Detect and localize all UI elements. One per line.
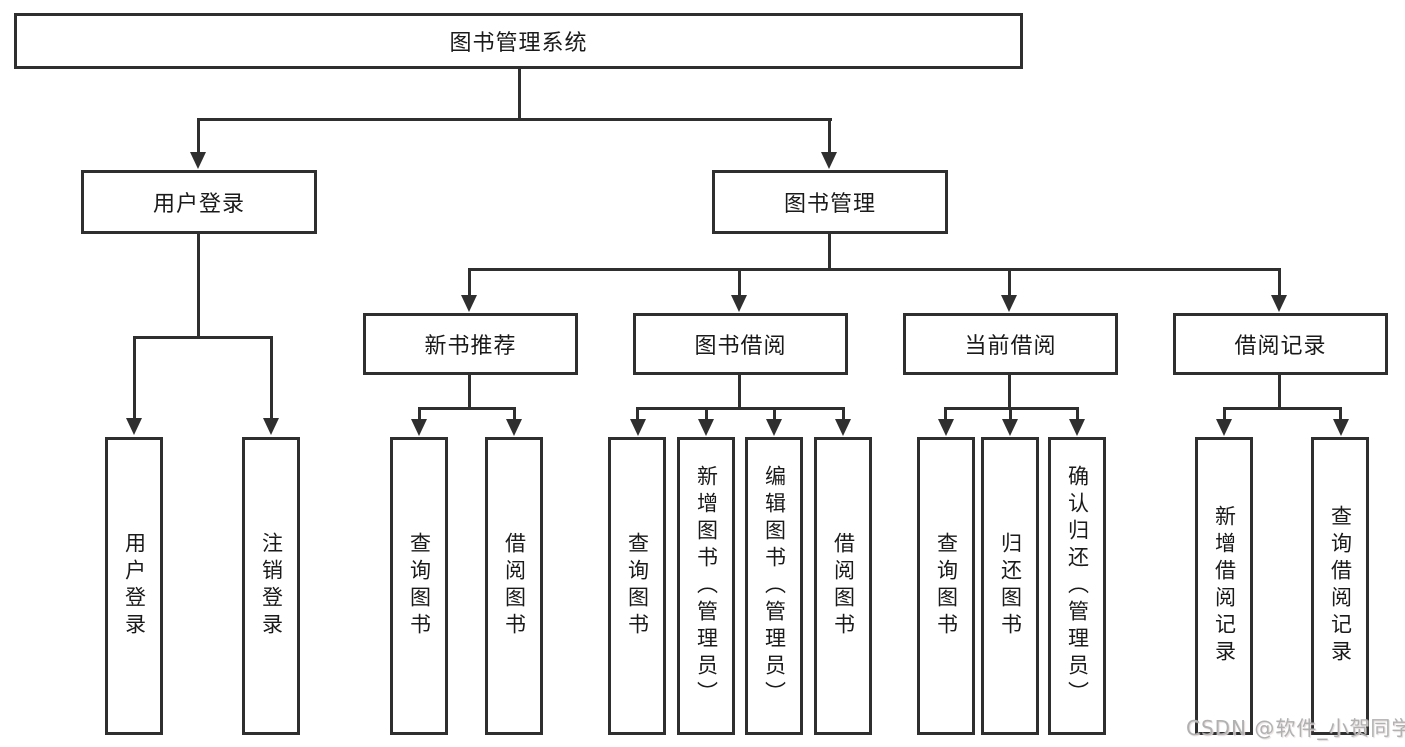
leaf-return-books: 归还图书 (981, 437, 1039, 735)
leaf-label: 借阅图书 (831, 532, 856, 640)
arrow-down-icon (1069, 419, 1085, 436)
connector-leaf (636, 407, 639, 420)
leaf-label: 借阅图书 (502, 532, 527, 640)
arrow-down-icon (263, 418, 279, 435)
arrow-down-icon (698, 419, 714, 436)
node-new-book-recommend: 新书推荐 (363, 313, 578, 375)
leaf-label: 确认归还（管理员） (1065, 464, 1090, 708)
leaf-query-books-recommend: 查询图书 (390, 437, 448, 735)
connector-book-borrow-stem (738, 375, 741, 410)
connector-to-leaf-logout (270, 336, 273, 420)
arrow-down-icon (938, 419, 954, 436)
arrow-down-icon (731, 295, 747, 312)
connector-split-level3 (468, 268, 1281, 271)
connector-leaf (944, 407, 947, 420)
connector-to-borrow-record (1278, 268, 1281, 297)
leaf-logout: 注销登录 (242, 437, 300, 735)
connector-split-borrow-record (1223, 407, 1342, 410)
leaf-add-books-admin: 新增图书（管理员） (677, 437, 735, 735)
leaf-borrow-books: 借阅图书 (814, 437, 872, 735)
leaf-label: 用户登录 (122, 532, 147, 640)
connector-leaf (418, 407, 421, 420)
leaf-user-login: 用户登录 (105, 437, 163, 735)
arrow-down-icon (766, 419, 782, 436)
connector-to-current-borrow (1008, 268, 1011, 297)
connector-split-new-book (418, 407, 516, 410)
leaf-label: 查询图书 (407, 532, 432, 640)
node-label: 图书管理 (783, 192, 876, 217)
connector-split-level2 (197, 118, 832, 121)
csdn-watermark: CSDN @软件_小贺同学 (1186, 716, 1405, 740)
arrow-down-icon (190, 152, 206, 169)
node-label: 图书借阅 (694, 334, 787, 359)
connector-to-book-management (828, 118, 831, 154)
node-library-system: 图书管理系统 (14, 13, 1023, 69)
arrow-down-icon (506, 419, 522, 436)
arrow-down-icon (1002, 419, 1018, 436)
connector-leaf (1009, 407, 1012, 420)
node-book-management: 图书管理 (712, 170, 948, 234)
leaf-label: 查询借阅记录 (1328, 505, 1353, 667)
node-label: 图书管理系统 (449, 31, 588, 56)
node-borrow-record: 借阅记录 (1173, 313, 1388, 375)
connector-leaf (1339, 407, 1342, 420)
connector-leaf (705, 407, 708, 420)
connector-book-management-stem (828, 233, 831, 270)
connector-new-book-stem (468, 375, 471, 410)
leaf-query-books-borrow: 查询图书 (608, 437, 666, 735)
leaf-query-borrow-record: 查询借阅记录 (1311, 437, 1369, 735)
connector-leaf (842, 407, 845, 420)
arrow-down-icon (1216, 419, 1232, 436)
arrow-down-icon (461, 295, 477, 312)
leaf-edit-books-admin: 编辑图书（管理员） (745, 437, 803, 735)
leaf-label: 新增借阅记录 (1212, 505, 1237, 667)
connector-split-book-borrow (636, 407, 845, 410)
connector-split-user-login (133, 336, 273, 339)
arrow-down-icon (1001, 295, 1017, 312)
connector-leaf (513, 407, 516, 420)
connector-to-user-login (197, 118, 200, 154)
connector-user-login-stem (197, 233, 200, 338)
leaf-label: 新增图书（管理员） (694, 464, 719, 708)
node-current-borrow: 当前借阅 (903, 313, 1118, 375)
leaf-confirm-return-admin: 确认归还（管理员） (1048, 437, 1106, 735)
connector-borrow-record-stem (1278, 375, 1281, 410)
connector-to-book-borrow (738, 268, 741, 297)
node-label: 新书推荐 (424, 334, 517, 359)
leaf-label: 归还图书 (998, 532, 1023, 640)
leaf-add-borrow-record: 新增借阅记录 (1195, 437, 1253, 735)
connector-root-stem (518, 68, 521, 120)
connector-leaf (1076, 407, 1079, 420)
arrow-down-icon (1333, 419, 1349, 436)
leaf-borrow-books-recommend: 借阅图书 (485, 437, 543, 735)
connector-to-new-book (468, 268, 471, 297)
leaf-label: 查询图书 (934, 532, 959, 640)
leaf-query-books-current: 查询图书 (917, 437, 975, 735)
connector-to-leaf-login (133, 336, 136, 420)
arrow-down-icon (1271, 295, 1287, 312)
arrow-down-icon (821, 152, 837, 169)
connector-current-borrow-stem (1008, 375, 1011, 410)
node-user-login: 用户登录 (81, 170, 317, 234)
node-book-borrow: 图书借阅 (633, 313, 848, 375)
node-label: 用户登录 (152, 192, 245, 217)
leaf-label: 查询图书 (625, 532, 650, 640)
arrow-down-icon (126, 418, 142, 435)
leaf-label: 编辑图书（管理员） (762, 464, 787, 708)
connector-leaf (1223, 407, 1226, 420)
node-label: 借阅记录 (1234, 334, 1327, 359)
node-label: 当前借阅 (964, 334, 1057, 359)
connector-leaf (773, 407, 776, 420)
arrow-down-icon (630, 419, 646, 436)
arrow-down-icon (835, 419, 851, 436)
leaf-label: 注销登录 (259, 532, 284, 640)
arrow-down-icon (411, 419, 427, 436)
